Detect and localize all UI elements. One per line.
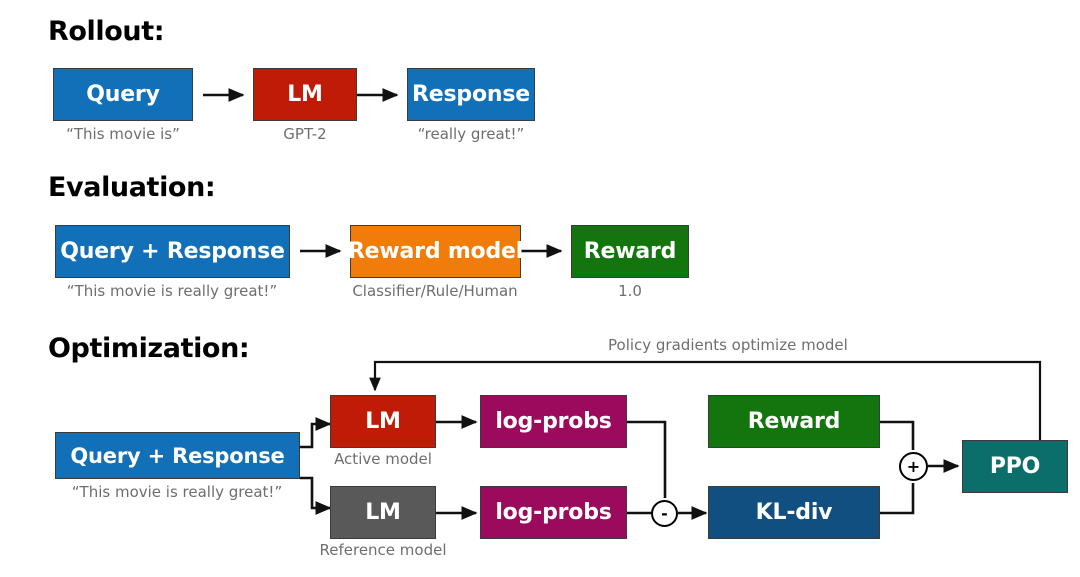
- box-label: log-probs: [495, 409, 612, 434]
- section-title-optimization: Optimization:: [48, 333, 250, 364]
- box-label: Reward: [747, 409, 841, 434]
- caption-rollout-response: “really great!”: [417, 125, 525, 143]
- caption-active-model: Active model: [334, 450, 432, 468]
- section-title-rollout: Rollout:: [48, 16, 165, 47]
- box-evaluation-reward[interactable]: Reward: [571, 225, 689, 278]
- caption-evaluation-reward: 1.0: [618, 282, 642, 300]
- caption-rollout-query: “This movie is”: [66, 125, 180, 143]
- box-label: PPO: [989, 454, 1041, 479]
- section-title-evaluation: Evaluation:: [48, 172, 216, 203]
- caption-optimization-query-response: “This movie is really great!”: [71, 483, 283, 501]
- operator-symbol: +: [906, 456, 921, 476]
- box-label: Reward: [583, 239, 677, 264]
- box-label: KL-div: [755, 500, 833, 525]
- operator-plus-icon: +: [899, 452, 928, 481]
- box-label: Query + Response: [70, 443, 285, 468]
- caption-evaluation-reward-model: Classifier/Rule/Human: [352, 282, 518, 300]
- box-optimization-logprobs-reference[interactable]: log-probs: [480, 486, 627, 539]
- box-label: LM: [365, 409, 401, 434]
- caption-rollout-lm: GPT-2: [283, 125, 327, 143]
- box-evaluation-query-response[interactable]: Query + Response: [55, 225, 290, 278]
- box-label: log-probs: [495, 500, 612, 525]
- box-label: Query + Response: [60, 239, 285, 264]
- box-label: Reward model: [347, 239, 524, 264]
- box-optimization-ppo[interactable]: PPO: [962, 440, 1068, 493]
- operator-minus-icon: -: [651, 500, 678, 527]
- box-label: Response: [412, 82, 530, 107]
- box-evaluation-reward-model[interactable]: Reward model: [347, 225, 524, 278]
- operator-symbol: -: [661, 503, 668, 523]
- box-label: LM: [365, 500, 401, 525]
- box-label: LM: [287, 82, 323, 107]
- box-rollout-lm[interactable]: LM: [253, 68, 357, 121]
- caption-evaluation-query-response: “This movie is really great!”: [66, 282, 278, 300]
- box-rollout-query[interactable]: Query: [53, 68, 193, 121]
- box-label: Query: [86, 82, 160, 107]
- box-optimization-kl-div[interactable]: KL-div: [708, 486, 880, 539]
- box-optimization-query-response[interactable]: Query + Response: [55, 432, 300, 479]
- box-optimization-reference-lm[interactable]: LM: [330, 486, 436, 539]
- label-policy-gradients: Policy gradients optimize model: [608, 336, 848, 354]
- box-optimization-reward[interactable]: Reward: [708, 395, 880, 448]
- caption-reference-model: Reference model: [319, 541, 447, 559]
- box-optimization-logprobs-active[interactable]: log-probs: [480, 395, 627, 448]
- box-rollout-response[interactable]: Response: [407, 68, 535, 121]
- box-optimization-active-lm[interactable]: LM: [330, 395, 436, 448]
